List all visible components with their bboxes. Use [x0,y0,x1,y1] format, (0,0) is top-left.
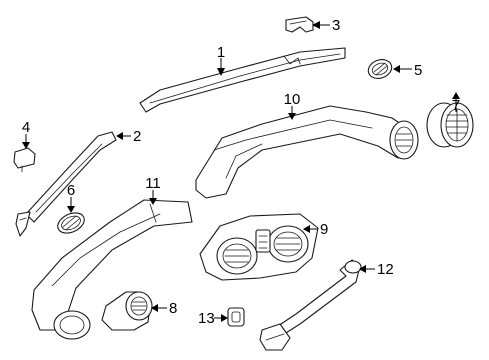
part-5-oval-vent [367,59,393,79]
callout-5: 5 [414,62,422,79]
part-9-center-vent-assembly [199,213,319,281]
part-6-oval-vent [57,212,85,234]
callout-7: 7 [452,97,460,114]
part-3-clip [285,16,314,33]
callout-9: 9 [320,221,328,238]
leader-lines [22,21,460,322]
part-4-cap [13,147,36,173]
part-13-seal [227,307,245,327]
part-11-lower-air-duct [31,199,193,340]
part-7-round-vent [426,102,474,148]
callout-6: 6 [67,182,75,199]
part-10-upper-air-duct [195,105,419,199]
callout-2: 2 [133,128,141,145]
callout-13: 13 [198,310,215,327]
callout-11: 11 [145,175,161,192]
callout-4: 4 [22,119,30,136]
callout-8: 8 [169,300,177,317]
part-2-side-duct [15,131,117,237]
callout-12: 12 [377,261,394,278]
part-8-round-vent [101,291,153,331]
callout-10: 10 [284,91,301,108]
callout-1: 1 [217,44,225,61]
part-12-rear-duct [259,259,362,351]
callout-labels: 1 2 3 4 5 6 7 8 9 10 11 12 13 [22,17,460,327]
part-1-defroster-duct [139,47,346,113]
callout-3: 3 [332,17,340,34]
